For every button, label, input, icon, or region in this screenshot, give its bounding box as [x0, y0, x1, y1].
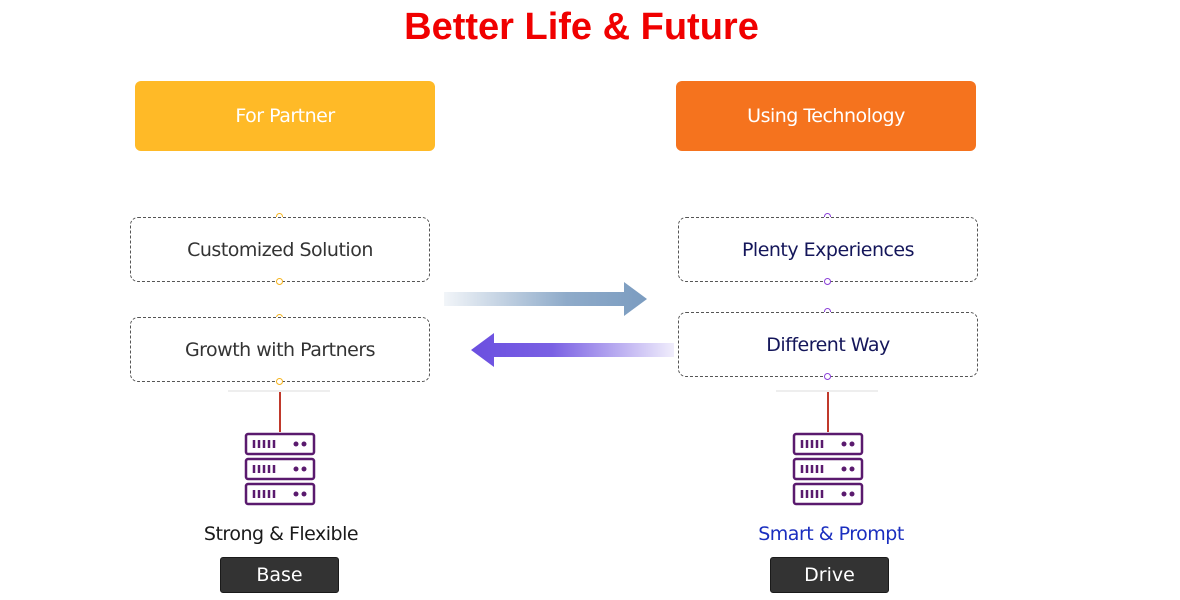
- customized-solution-box: Customized Solution: [130, 217, 430, 282]
- connector-dot: [276, 278, 283, 285]
- for-partner-header-label: For Partner: [235, 105, 335, 127]
- for-partner-header: For Partner: [135, 81, 435, 151]
- connector-line: [279, 392, 281, 432]
- smart-prompt-caption: Smart & Prompt: [758, 523, 904, 545]
- using-technology-header: Using Technology: [676, 81, 976, 151]
- base-badge-label: Base: [256, 564, 303, 586]
- different-way-box: Different Way: [678, 312, 978, 377]
- different-way-label: Different Way: [766, 333, 890, 356]
- server-rack-icon: [792, 432, 864, 506]
- plenty-experiences-label: Plenty Experiences: [741, 238, 915, 261]
- server-rack-icon: [244, 432, 316, 506]
- using-technology-header-label: Using Technology: [747, 105, 905, 127]
- arrow-right-icon: [444, 282, 647, 316]
- customized-solution-label: Customized Solution: [187, 238, 373, 261]
- divider-line: [776, 390, 878, 392]
- connector-dot: [824, 373, 831, 380]
- strong-flexible-caption: Strong & Flexible: [203, 523, 359, 545]
- divider-line: [228, 390, 330, 392]
- growth-with-partners-label: Growth with Partners: [184, 338, 376, 361]
- diagram-title: Better Life & Future: [404, 6, 759, 48]
- growth-with-partners-box: Growth with Partners: [130, 317, 430, 382]
- connector-dot: [276, 378, 283, 385]
- connector-line: [827, 392, 829, 432]
- connector-dot: [824, 278, 831, 285]
- drive-badge-label: Drive: [804, 564, 855, 586]
- arrow-left-icon: [471, 333, 674, 367]
- plenty-experiences-box: Plenty Experiences: [678, 217, 978, 282]
- base-badge: Base: [220, 557, 339, 593]
- drive-badge: Drive: [770, 557, 889, 593]
